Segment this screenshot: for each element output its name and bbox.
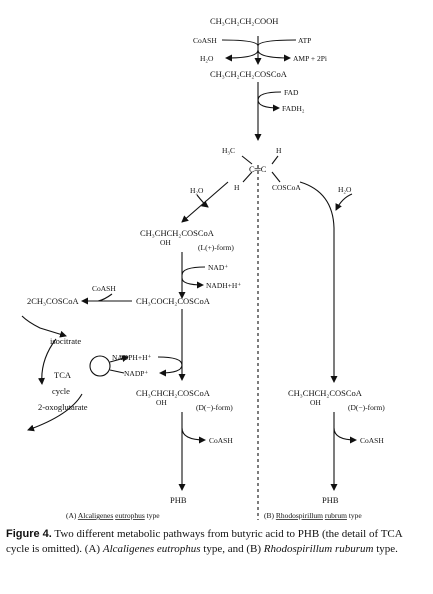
arrow-nadp-out <box>159 364 183 377</box>
nadh: NADH+H⁺ <box>206 281 241 290</box>
butyryl-coa: CH₃CH₂CH₂COSCoA <box>210 69 288 79</box>
pathway-a-label: (A) Alcaligenes eutrophus type <box>66 511 160 520</box>
arrow-h2o-out <box>225 49 259 62</box>
crotonyl-bond-h-bottom <box>242 171 253 183</box>
crotonyl-h-top: H <box>276 146 282 155</box>
crotonyl-bond-h3c <box>241 155 253 165</box>
coash-1: CoASH <box>193 36 217 45</box>
coash-4: CoASH <box>360 436 384 445</box>
crotonyl-h-bottom: H <box>234 183 240 192</box>
arrow-tca-loop <box>38 338 57 385</box>
arrow-coash-out-b <box>333 427 357 444</box>
phb-b: PHB <box>322 495 339 505</box>
arrow-coash-out-a <box>181 427 206 444</box>
h2o-2: H₂O <box>190 186 204 195</box>
nadph: NADPH+H⁺ <box>112 353 151 362</box>
hydroxybutyryl-coa-d: CH₃CHCH₂COSCoA <box>136 388 211 398</box>
figure-caption: Figure 4. Two different metabolic pathwa… <box>6 527 426 556</box>
pathway-arrows <box>21 36 357 520</box>
d-form-label-b: (D(−)-form) <box>348 403 385 412</box>
arrow-fad-in <box>257 91 282 101</box>
hydroxybutyryl-coa-l-oh: OH <box>160 238 171 247</box>
cofactors: CoASH ATP H₂O AMP + 2Pi FAD FADH₂ H₂O H₂… <box>92 36 384 445</box>
crotonyl-bond-h-top <box>271 155 279 165</box>
hydroxybutyryl-coa-l: CH₃CHCH₂COSCoA <box>140 228 215 238</box>
compounds: CH₃CH₂CH₂COOH CH₃CH₂CH₂COSCoA H₃C H C═C … <box>27 16 385 505</box>
coash-3: CoASH <box>209 436 233 445</box>
amp-2pi: AMP + 2Pi <box>293 54 327 63</box>
caption-organism-a: Alcaligenes eutrophus <box>102 542 201 555</box>
fadh2: FADH₂ <box>282 104 305 113</box>
phb-a: PHB <box>170 495 187 505</box>
arrow-crotonyl-to-hydroxy-l <box>181 181 229 223</box>
nadp: NADP⁺ <box>124 369 148 378</box>
cycle-label: cycle <box>52 386 70 396</box>
arrow-fadh2-out <box>257 99 280 112</box>
arrow-nad-in <box>181 266 206 276</box>
arrow-coash-thiolase <box>97 293 113 302</box>
oxoglutarate-label: 2-oxoglutarate <box>38 402 88 412</box>
crotonyl-coscoa: COSCoA <box>272 183 301 192</box>
arrow-nadph-recycle <box>109 355 129 363</box>
arrow-coash-in <box>221 39 259 47</box>
pathway-diagram: CH₃CH₂CH₂COOH CH₃CH₂CH₂COSCoA H₃C H C═C … <box>21 16 385 520</box>
arrow-acetyl-to-tca <box>21 315 67 338</box>
arrow-crotonyl-to-hydroxy-b <box>299 181 338 383</box>
caption-text-2: type, and (B) <box>200 542 264 555</box>
arrow-nadh-out <box>181 277 204 289</box>
arrow-oxoglutarate-out <box>27 393 83 432</box>
crotonyl-bond-coscoa <box>271 171 281 183</box>
acetoacetyl-coa: CH₃COCH₂COSCoA <box>136 296 211 306</box>
arrow-nadp-recycle <box>109 369 125 374</box>
arrow-nadph-in <box>157 356 183 366</box>
crotonyl-double-bond: C═C <box>249 164 267 174</box>
nad: NAD⁺ <box>208 263 228 272</box>
caption-text-3: type. <box>373 542 398 555</box>
fad: FAD <box>284 88 299 97</box>
atp: ATP <box>298 36 311 45</box>
butyric-acid: CH₃CH₂CH₂COOH <box>210 16 278 26</box>
h2o-3: H₂O <box>338 185 352 194</box>
isocitrate-label: isocitrate <box>50 336 81 346</box>
arrow-amp-out <box>257 49 291 62</box>
arrow-h2o-a <box>196 194 209 208</box>
d-form-label: (D(−)-form) <box>196 403 233 412</box>
coash-2: CoASH <box>92 284 116 293</box>
crotonyl-h3c: H₃C <box>222 146 235 155</box>
pathway-b-label: (B) Rhodospirillum rubrum type <box>264 511 362 520</box>
hydroxybutyryl-coa-d-oh: OH <box>156 398 167 407</box>
tca-label: TCA <box>54 370 72 380</box>
h2o-1: H₂O <box>200 54 214 63</box>
caption-label: Figure 4. <box>6 528 52 540</box>
arrow-atp-in <box>257 39 297 47</box>
l-form-label: (L(+)-form) <box>198 243 234 252</box>
arrow-h2o-b <box>335 193 353 211</box>
hydroxybutyryl-coa-b: CH₃CHCH₂COSCoA <box>288 388 363 398</box>
caption-text-1: Two different metabolic pathways from bu… <box>6 528 403 555</box>
hydroxybutyryl-coa-b-oh: OH <box>310 398 321 407</box>
nadph-recycle-loop <box>89 355 111 377</box>
acetyl-coa: 2CH₃COSCoA <box>27 296 79 306</box>
caption-organism-b: Rhodospirillum ruburum <box>263 542 374 555</box>
